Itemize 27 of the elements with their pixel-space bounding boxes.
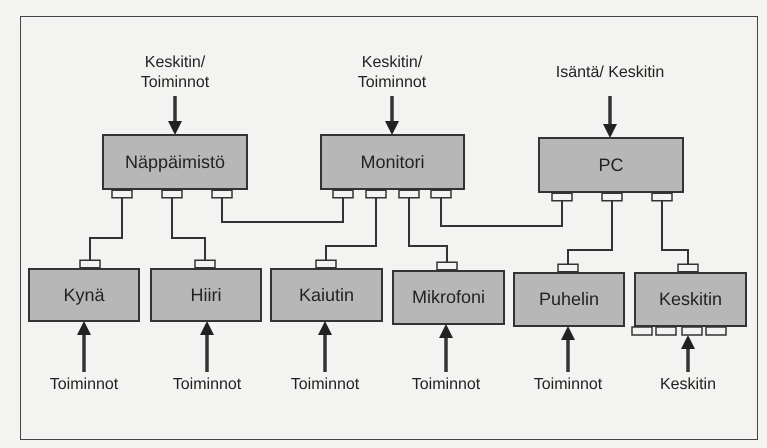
arrow: [77, 321, 91, 372]
arrow: [385, 96, 399, 135]
device-box: Mikrofoni: [392, 270, 505, 325]
arrow: [561, 326, 575, 372]
device-box: Kynä: [28, 268, 140, 322]
device-box: PC: [538, 137, 684, 193]
device-box: Hiiri: [150, 268, 262, 322]
arrow: [603, 96, 617, 138]
arrow: [681, 335, 695, 372]
device-box: Keskitin: [634, 272, 747, 327]
text-label: Toiminnot: [34, 374, 134, 396]
arrow: [318, 321, 332, 372]
device-box: Monitori: [320, 134, 465, 190]
device-box: Näppäimistö: [102, 134, 248, 190]
text-label: Toiminnot: [275, 374, 375, 396]
text-label: Keskitin/ Toiminnot: [337, 52, 447, 94]
arrow: [200, 321, 214, 372]
text-label: Keskitin: [638, 374, 738, 396]
text-label: Isäntä/ Keskitin: [555, 52, 665, 94]
text-label: Toiminnot: [157, 374, 257, 396]
text-label: Keskitin/ Toiminnot: [120, 52, 230, 94]
text-label: Toiminnot: [396, 374, 496, 396]
device-box: Kaiutin: [270, 268, 383, 322]
text-label: Toiminnot: [518, 374, 618, 396]
device-box: Puhelin: [513, 272, 625, 327]
arrow: [439, 324, 453, 372]
arrow: [168, 96, 182, 135]
